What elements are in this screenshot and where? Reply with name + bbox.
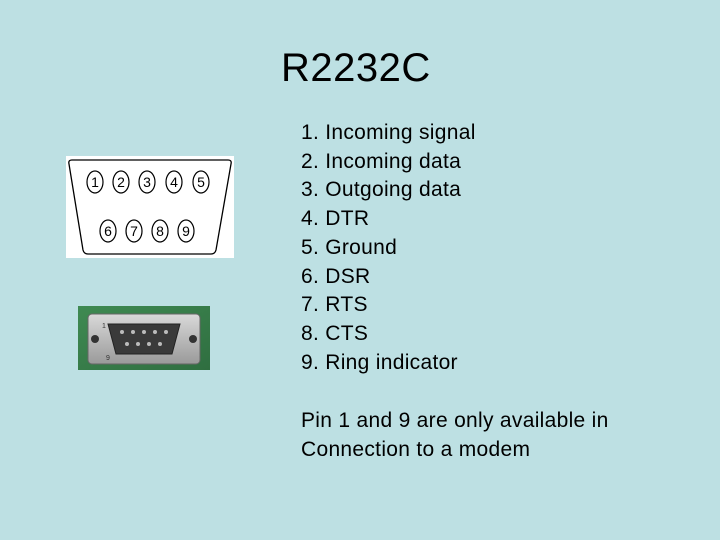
pin-circle (165, 170, 183, 194)
socket-hole (136, 342, 140, 346)
pin-2-marker: 2 (112, 170, 130, 194)
pin-list: 1. Incoming signal 2. Incoming data 3. O… (301, 119, 476, 377)
pin-number: 8 (156, 223, 164, 239)
pin-number: 6 (104, 223, 112, 239)
pin-item: 1. Incoming signal (301, 121, 476, 144)
pin-1-marker: 1 (86, 170, 104, 194)
socket-hole (153, 330, 157, 334)
slide-title: R2232C (281, 46, 431, 90)
mount-hole-left (91, 335, 99, 343)
socket-hole (142, 330, 146, 334)
pin-circle (177, 219, 195, 243)
db9-connector-photo: 1 9 (78, 306, 210, 370)
mount-hole-right (189, 335, 197, 343)
pin-item: 2. Incoming data (301, 149, 462, 173)
pin-4-marker: 4 (165, 170, 183, 194)
socket-hole (131, 330, 135, 334)
pin-5-marker: 5 (192, 170, 210, 194)
socket-hole (164, 330, 168, 334)
pin-number: 3 (143, 174, 151, 190)
socket-hole (158, 342, 162, 346)
pin-circle (112, 170, 130, 194)
db9-pin-diagram: 1 2 3 4 5 6 7 8 9 (66, 156, 234, 258)
socket-hole (125, 342, 129, 346)
pin-item: 3. Outgoing data (301, 178, 462, 202)
pin-circle (192, 170, 210, 194)
pin-item: 7. RTS (301, 293, 368, 317)
pin-circle (99, 219, 117, 243)
socket-hole (120, 330, 124, 334)
pin-7-marker: 7 (125, 219, 143, 243)
pin-item: 9. Ring indicator (301, 350, 458, 374)
pin-number: 9 (182, 223, 190, 239)
pin-item: 5. Ground (301, 235, 398, 259)
pin-6-marker: 6 (99, 219, 117, 243)
note-line: Connection to a modem (301, 438, 531, 461)
photo-pin-label-1: 1 (102, 323, 106, 330)
pin-item: 8. CTS (301, 321, 369, 345)
modem-note: Pin 1 and 9 are only available in Connec… (301, 406, 609, 464)
photo-pin-label-9: 9 (106, 355, 110, 362)
pin-8-marker: 8 (151, 219, 169, 243)
pin-item: 6. DSR (301, 264, 371, 288)
d-sub-socket (107, 323, 181, 355)
pin-number: 5 (197, 174, 205, 190)
pin-item: 4. DTR (301, 207, 370, 231)
socket-hole (147, 342, 151, 346)
pin-number: 7 (130, 223, 138, 239)
note-line: Pin 1 and 9 are only available in (301, 409, 609, 432)
pin-circle (138, 170, 156, 194)
pin-circle (125, 219, 143, 243)
pin-number: 2 (117, 174, 125, 190)
pin-3-marker: 3 (138, 170, 156, 194)
pin-number: 1 (91, 174, 99, 190)
pin-number: 4 (170, 174, 178, 190)
pin-circle (86, 170, 104, 194)
pin-9-marker: 9 (177, 219, 195, 243)
pin-circle (151, 219, 169, 243)
